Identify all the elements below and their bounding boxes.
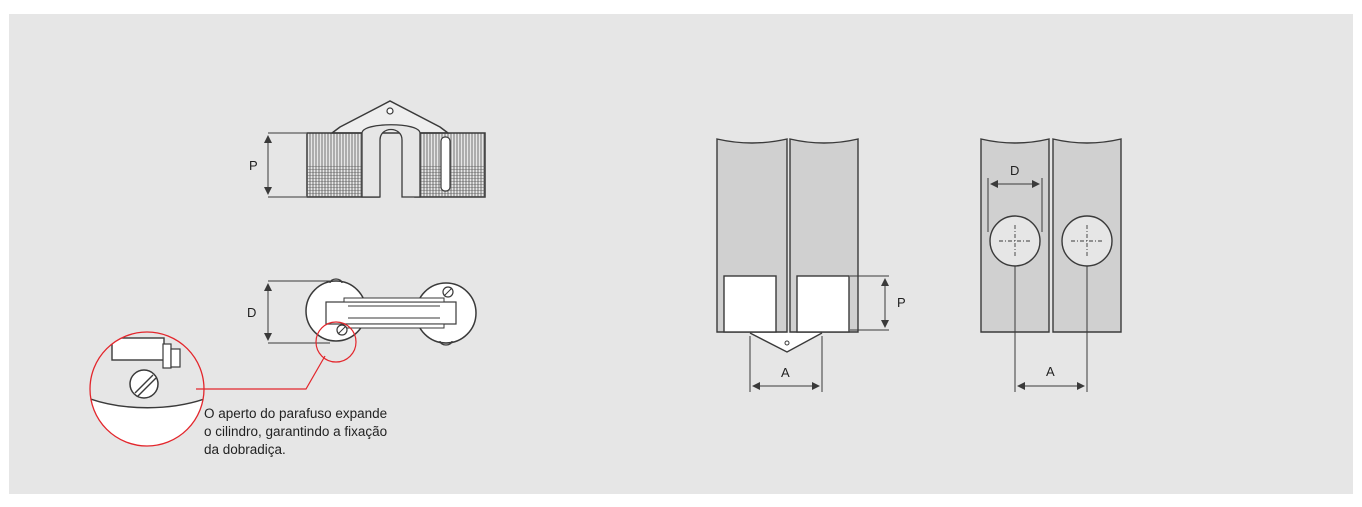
top-view-depth-label: P [249, 158, 258, 173]
hinge-top-view: P [249, 100, 486, 198]
installed-section-view: P A [716, 138, 906, 392]
bore-layout-view: D A [980, 138, 1122, 392]
bore-diameter-label: D [1010, 163, 1019, 178]
section-spacing-label: A [781, 365, 790, 380]
front-view-diameter-label: D [247, 305, 256, 320]
callout-line-2: o cilindro, garantindo a fixação [204, 424, 388, 439]
detail-highlight-ring [315, 321, 357, 363]
callout-leader [196, 355, 326, 390]
bore-spacing-label: A [1046, 364, 1055, 379]
callout-line-1: O aperto do parafuso expande [204, 406, 388, 421]
callout-line-3: da dobradiça. [204, 442, 286, 457]
callout-caption: O aperto do parafuso expande o cilindro,… [204, 405, 474, 459]
diagram-panel [9, 14, 1353, 494]
section-depth-label: P [897, 295, 906, 310]
hinge-front-view: D [247, 278, 477, 363]
